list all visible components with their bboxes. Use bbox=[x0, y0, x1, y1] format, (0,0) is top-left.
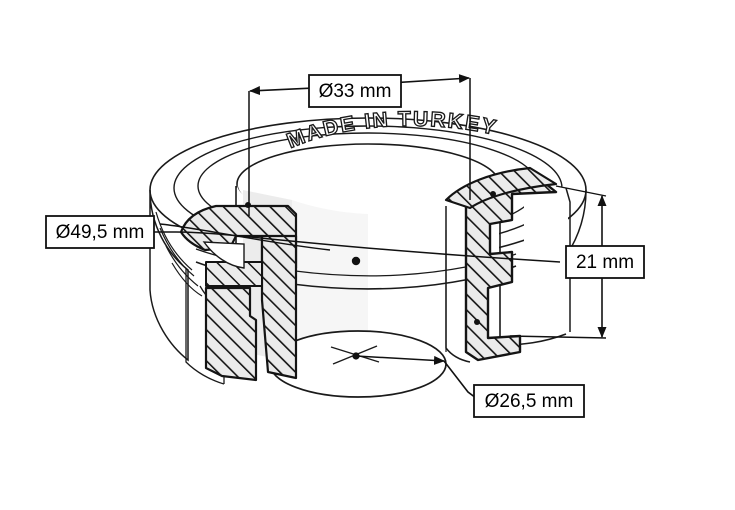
leader-dot-495 bbox=[351, 256, 361, 266]
right-hatch-cap bbox=[444, 166, 558, 210]
dimension-height: 21 mm bbox=[509, 185, 645, 339]
dim-box-inner bbox=[473, 384, 585, 418]
ext-line-top-21 bbox=[555, 185, 607, 197]
dim-text-height: 21 mm bbox=[576, 252, 634, 273]
radius-arrow-inner bbox=[355, 355, 445, 365]
dim-text-inner: Ø26,5 mm bbox=[485, 391, 574, 412]
leader-line-495 bbox=[154, 231, 561, 263]
dimension-inner-diameter: Ø26,5 mm bbox=[443, 360, 585, 418]
left-hatch-lower-leg bbox=[204, 286, 258, 382]
section-mark-bottom bbox=[474, 319, 480, 325]
dim-box-bore bbox=[308, 74, 402, 108]
section-mark-top bbox=[490, 191, 496, 197]
dim-box-height bbox=[565, 245, 645, 279]
leader-line-495-b bbox=[159, 223, 331, 251]
part-body: MADE IN TURKEY bbox=[149, 107, 587, 398]
left-hatch-web bbox=[260, 234, 298, 380]
ext-line-bottom-21 bbox=[509, 335, 607, 339]
dim-text-outer: Ø49,5 mm bbox=[56, 222, 145, 243]
dimension-outer-diameter: Ø49,5 mm bbox=[45, 215, 561, 266]
dim-box-outer bbox=[45, 215, 155, 249]
left-notch-detail bbox=[202, 241, 245, 269]
dim-text-bore: Ø33 mm bbox=[319, 81, 392, 102]
section-mark-left bbox=[245, 202, 251, 208]
dimension-bore-diameter: Ø33 mm bbox=[248, 74, 471, 216]
